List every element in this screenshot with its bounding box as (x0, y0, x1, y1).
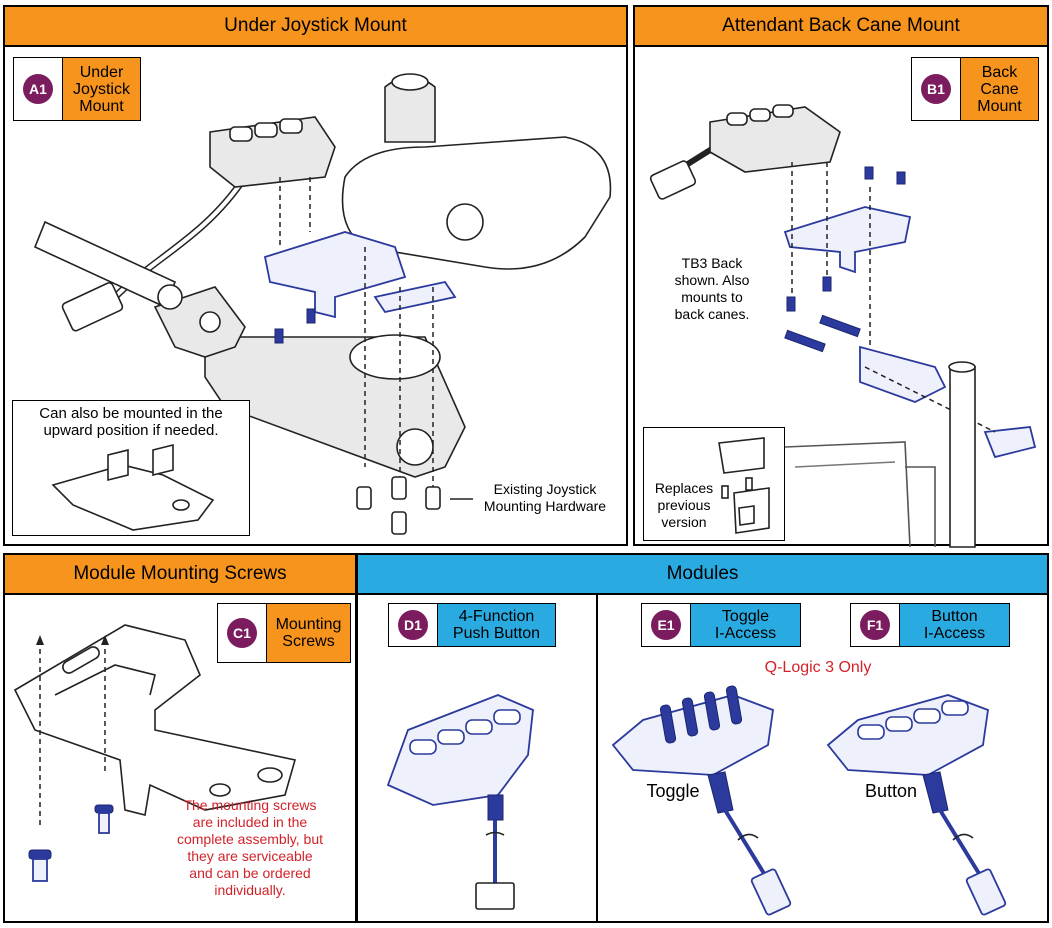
qlogic-note: Q-Logic 3 Only (764, 659, 872, 676)
joystick-assembly-drawing (33, 73, 612, 535)
label-f1: F1 Button I-Access (850, 603, 1010, 647)
badge-e1: E1 (651, 610, 681, 640)
toggle-iaccess-drawing (611, 685, 792, 916)
existing-hardware-note: Existing Joystick Mounting Hardware (483, 481, 607, 514)
under-joystick-header: Under Joystick Mount (5, 7, 626, 47)
modules-panel: Modules D1 4-Function Push Button E1 Tog… (356, 553, 1049, 923)
modules-header: Modules (358, 555, 1047, 595)
label-c1-text: Mounting Screws (266, 604, 350, 662)
tb3-note: TB3 Back shown. Also mounts to back cane… (674, 255, 750, 322)
badge-a1: A1 (23, 74, 53, 104)
badge-b1: B1 (921, 74, 951, 104)
badge-c1: C1 (227, 618, 257, 648)
replaces-version-box: Replaces previous version (643, 427, 785, 541)
previous-version-drawing (718, 437, 770, 534)
screws-panel: Module Mounting Screws C1 Mounting Screw… (3, 553, 357, 923)
back-cane-drawing (649, 104, 1037, 548)
label-e1: E1 Toggle I-Access (641, 603, 801, 647)
badge-f1: F1 (860, 610, 890, 640)
screws-red-note: The mounting screws are included in the … (176, 797, 324, 898)
label-f1-text: Button I-Access (899, 604, 1009, 646)
label-b1-text: Back Cane Mount (960, 58, 1038, 120)
button-caption: Button (864, 781, 918, 801)
upward-mount-note-box: Can also be mounted in the upward positi… (12, 400, 250, 536)
under-joystick-panel: Under Joystick Mount A1 Under Joystick M… (3, 5, 628, 546)
replaces-note: Replaces previous version (654, 480, 714, 530)
back-cane-panel: Attendant Back Cane Mount B1 Back Cane M… (633, 5, 1049, 548)
back-cane-header: Attendant Back Cane Mount (635, 7, 1047, 47)
label-d1-text: 4-Function Push Button (437, 604, 555, 646)
bracket-screws-drawing (13, 624, 297, 882)
label-a1: A1 Under Joystick Mount (13, 57, 141, 121)
label-d1: D1 4-Function Push Button (388, 603, 556, 647)
modules-divider (596, 595, 598, 923)
button-iaccess-drawing (826, 694, 1007, 916)
label-c1: C1 Mounting Screws (217, 603, 351, 663)
toggle-caption: Toggle (646, 781, 700, 801)
label-b1: B1 Back Cane Mount (911, 57, 1039, 121)
badge-d1: D1 (398, 610, 428, 640)
push-button-module-drawing (386, 694, 534, 910)
upward-mount-note: Can also be mounted in the upward positi… (39, 405, 223, 439)
label-e1-text: Toggle I-Access (690, 604, 800, 646)
label-a1-text: Under Joystick Mount (62, 58, 140, 120)
screws-header: Module Mounting Screws (5, 555, 355, 595)
upward-bracket-drawing (51, 443, 215, 531)
